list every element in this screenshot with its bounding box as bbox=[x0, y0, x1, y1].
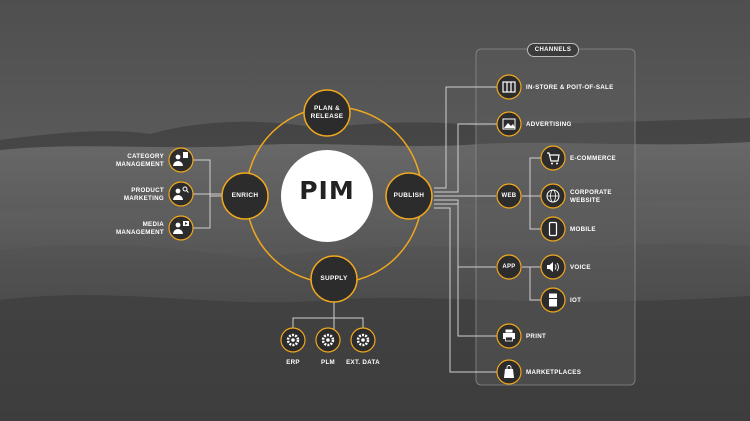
app-node[interactable] bbox=[496, 254, 522, 280]
mobile-phone-icon bbox=[540, 216, 566, 242]
enrich-node[interactable] bbox=[221, 172, 269, 220]
connector-lines bbox=[193, 86, 541, 373]
channel-icons bbox=[496, 74, 566, 385]
shopping-cart-icon bbox=[540, 145, 566, 171]
voice-label: VOICE bbox=[570, 264, 591, 271]
plan-release-label: PLAN & RELEASE bbox=[310, 105, 344, 120]
web-node[interactable] bbox=[496, 183, 522, 209]
marketplaces-label: MARKETPLACES bbox=[526, 369, 582, 376]
person-document-icon bbox=[168, 147, 194, 173]
print-label: PRINT bbox=[526, 333, 547, 340]
app-label: APP bbox=[502, 264, 516, 270]
shopping-bag-icon bbox=[496, 359, 522, 385]
supply-source-icons bbox=[280, 327, 376, 353]
main-nodes bbox=[221, 89, 522, 303]
product-marketing-label: PRODUCT MARKETING bbox=[123, 187, 164, 202]
channels-title: CHANNELS bbox=[527, 43, 579, 57]
mobile-label: MOBILE bbox=[570, 226, 596, 233]
enrich-source-icons bbox=[168, 147, 194, 241]
web-label: WEB bbox=[501, 193, 517, 199]
corporate-website-label: CORPORATE WEBSITE bbox=[570, 189, 612, 204]
ext-data-label: EXT. DATA bbox=[346, 359, 380, 366]
publish-label: PUBLISH bbox=[393, 192, 425, 199]
in-store-label: IN-STORE & POIT-OF-SALE bbox=[526, 84, 614, 91]
supply-label: SUPPLY bbox=[320, 275, 348, 282]
e-commerce-label: E-COMMERCE bbox=[570, 155, 616, 162]
iot-label: IOT bbox=[570, 297, 582, 304]
image-icon bbox=[496, 111, 522, 137]
enrich-label: ENRICH bbox=[231, 192, 259, 199]
plan-release-node[interactable] bbox=[303, 89, 351, 137]
advertising-label: ADVERTISING bbox=[526, 121, 572, 128]
printer-icon bbox=[496, 323, 522, 349]
fridge-icon bbox=[540, 287, 566, 313]
pim-label: PIM bbox=[299, 176, 355, 205]
person-search-icon bbox=[168, 181, 194, 207]
media-management-label: MEDIA MANAGEMENT bbox=[115, 221, 164, 236]
person-video-icon bbox=[168, 215, 194, 241]
supply-node[interactable] bbox=[310, 255, 358, 303]
gear-icon bbox=[280, 327, 306, 353]
gear-icon bbox=[350, 327, 376, 353]
publish-node[interactable] bbox=[385, 172, 433, 220]
pim-core bbox=[281, 150, 373, 242]
plm-label: PLM bbox=[321, 359, 335, 366]
gear-icon bbox=[315, 327, 341, 353]
erp-label: ERP bbox=[286, 359, 300, 366]
globe-icon bbox=[540, 183, 566, 209]
category-management-label: CATEGORY MANAGEMENT bbox=[115, 153, 164, 168]
speaker-icon bbox=[540, 254, 566, 280]
storefront-icon bbox=[496, 74, 522, 100]
